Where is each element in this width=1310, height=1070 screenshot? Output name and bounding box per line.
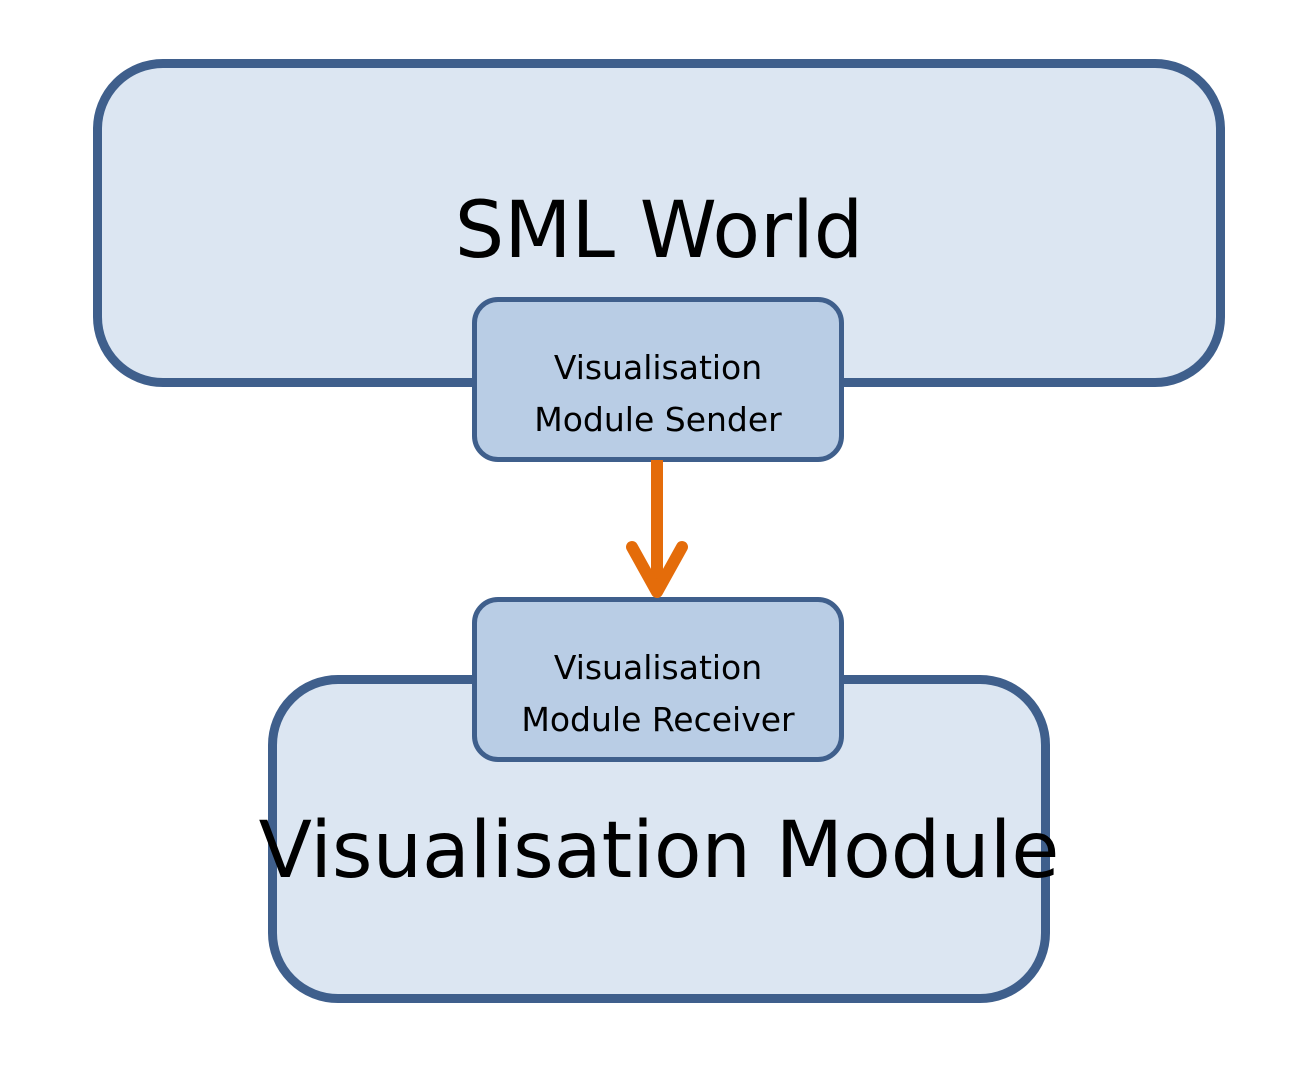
arrow-head: [626, 541, 688, 598]
visualisation-module-sender-box: Visualisation Module Sender: [472, 297, 844, 462]
sender-label-line-2: Module Sender: [534, 399, 782, 439]
visualisation-module-label: Visualisation Module: [258, 806, 1060, 896]
receiver-label-line-1: Visualisation: [553, 647, 763, 687]
sml-world-label: SML World: [454, 186, 864, 276]
receiver-label-line-2: Module Receiver: [521, 699, 795, 739]
visualisation-module-receiver-box: Visualisation Module Receiver: [472, 597, 844, 762]
sender-label-line-1: Visualisation: [553, 347, 763, 387]
